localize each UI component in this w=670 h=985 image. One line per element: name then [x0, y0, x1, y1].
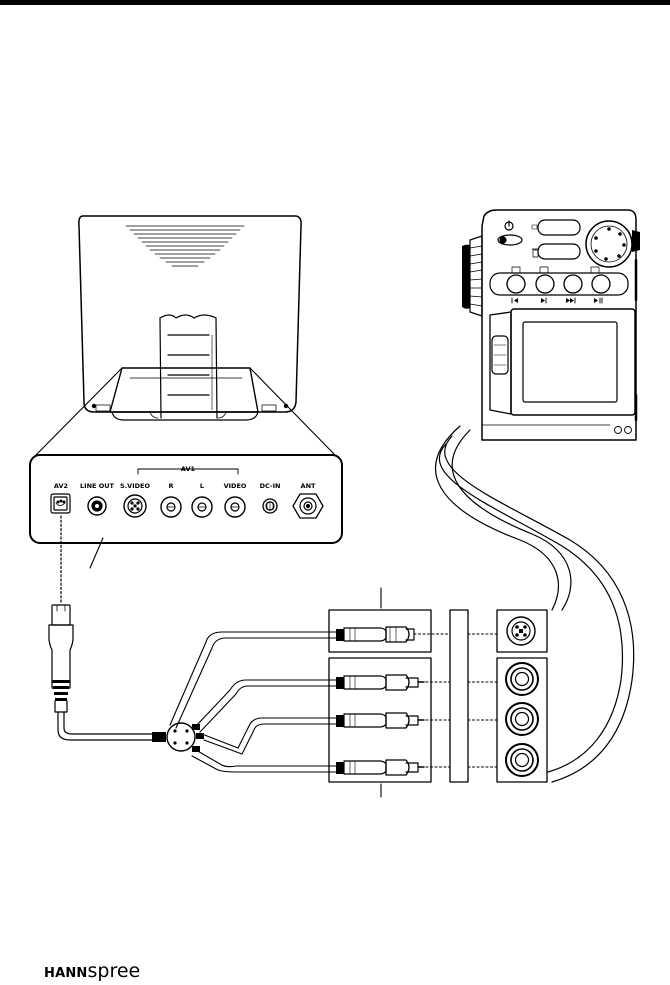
rca-plug	[336, 713, 424, 728]
brand-part2: spree	[88, 960, 141, 982]
line-out-label: LINE OUT	[80, 482, 115, 490]
s-video-cable	[436, 426, 571, 610]
next-track-icon[interactable]	[541, 298, 546, 303]
camcorder	[462, 210, 640, 440]
rca-plug	[336, 760, 424, 775]
tv-monitor	[79, 216, 301, 420]
power-icon[interactable]	[498, 221, 522, 245]
s-video-port[interactable]	[124, 495, 146, 517]
dc-in-port[interactable]	[263, 499, 277, 513]
line-out-port[interactable]	[88, 497, 106, 515]
adapter-block	[450, 610, 468, 782]
brand-part1: HANN	[44, 966, 88, 981]
av2-label: AV2	[54, 482, 68, 490]
ant-label: ANT	[301, 482, 316, 490]
video-port[interactable]	[225, 497, 245, 517]
s-video-plug	[336, 627, 414, 642]
prev-track-icon[interactable]	[512, 298, 518, 303]
audio-r-port[interactable]	[161, 497, 181, 517]
fast-forward-icon[interactable]	[566, 298, 575, 303]
audio-l-label: L	[200, 482, 204, 490]
camcorder-lcd-screen	[490, 309, 635, 415]
s-video-label: S.VIDEO	[120, 482, 150, 490]
cable-splitter	[152, 723, 204, 752]
brand-logo: HANNspree	[44, 962, 140, 981]
camcorder-jacks	[497, 610, 547, 782]
av1-group-label: AV1	[181, 465, 196, 473]
video-label: VIDEO	[224, 482, 247, 490]
audio-r-label: R	[168, 482, 173, 490]
play-pause-icon[interactable]	[594, 298, 602, 303]
av2-port[interactable]	[51, 494, 70, 513]
mode-dial-icon[interactable]	[586, 221, 632, 267]
audio-l-port[interactable]	[192, 497, 212, 517]
trash-icon[interactable]	[532, 249, 539, 257]
tv-vent-grille	[126, 226, 244, 266]
mini-din-plug	[49, 605, 73, 712]
tv-stand	[110, 315, 258, 420]
dc-in-label: DC-IN	[260, 482, 281, 490]
ant-port[interactable]	[293, 494, 323, 518]
rca-plug	[336, 675, 424, 690]
